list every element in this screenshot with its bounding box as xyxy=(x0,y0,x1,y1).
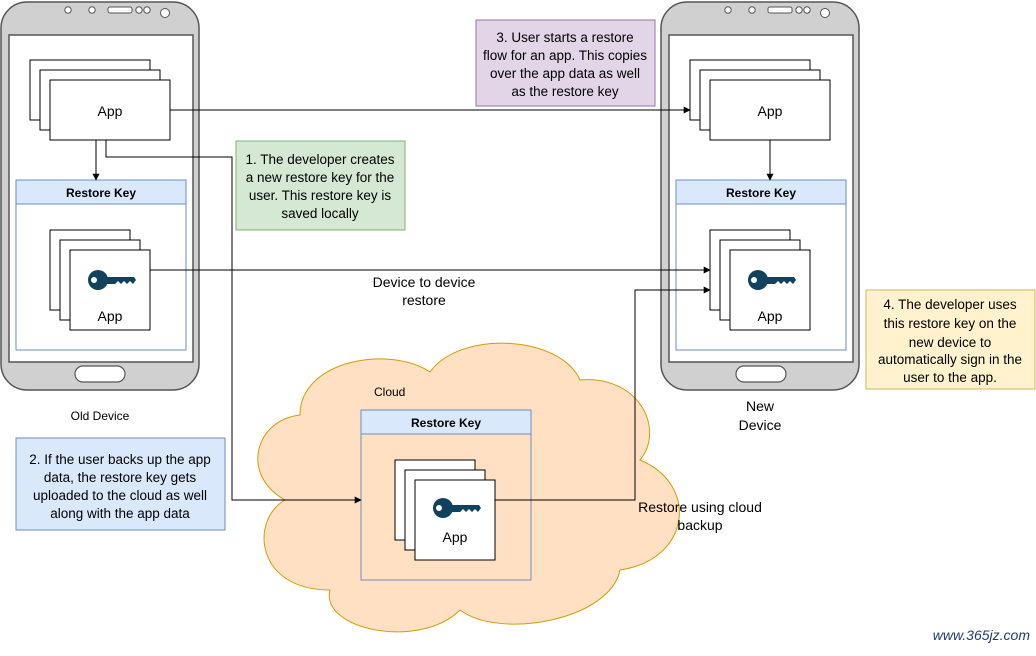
key-icon xyxy=(88,270,136,290)
arrow-backup-to-cloud xyxy=(105,140,362,504)
restore-key-header: Restore Key xyxy=(411,416,481,430)
note-step4-line1: 4. The developer uses xyxy=(883,297,1017,312)
note-step3: 3. User starts a restore flow for an app… xyxy=(475,19,656,107)
app-label: App xyxy=(98,103,123,119)
note-step4-line2: this restore key on the xyxy=(884,316,1017,331)
device-to-device-label-line1: Device to device xyxy=(373,274,476,290)
note-step3-line4: as the restore key xyxy=(511,84,619,99)
old-restore-key-box: Restore Key App xyxy=(15,179,187,351)
note-step2: 2. If the user backs up the app data, th… xyxy=(15,437,226,531)
restore-key-header: Restore Key xyxy=(726,186,796,200)
note-step3-line3: over the app data as well xyxy=(490,66,640,81)
note-step3-line2: flow for an app. This copies xyxy=(483,48,647,63)
note-step4-line5: user to the app. xyxy=(903,370,997,385)
arrow-cloud-restore xyxy=(495,286,711,501)
note-step2-line4: along with the app data xyxy=(50,506,190,521)
home-button xyxy=(74,365,126,383)
phone-sensors xyxy=(724,6,830,18)
cloud-label: Cloud xyxy=(374,385,405,399)
restore-key-header: Restore Key xyxy=(66,186,136,200)
watermark: www.365jz.com xyxy=(933,627,1031,643)
old-device-label: Old Device xyxy=(71,409,130,423)
note-step3-line1: 3. User starts a restore xyxy=(496,30,633,45)
key-icon xyxy=(433,498,481,518)
note-step1: 1. The developer creates a new restore k… xyxy=(235,140,406,231)
cloud-restore-key-box: Restore Key App xyxy=(360,409,532,581)
app-label: App xyxy=(98,308,123,324)
note-step2-line3: uploaded to the cloud as well xyxy=(33,488,207,503)
note-step2-line1: 2. If the user backs up the app xyxy=(29,452,211,467)
home-button xyxy=(735,365,787,383)
new-device-label-line1: New xyxy=(746,398,775,414)
note-step4-line3: new device to xyxy=(909,335,992,350)
key-icon xyxy=(748,270,796,290)
app-label: App xyxy=(443,529,468,545)
old-app-stack: App xyxy=(29,59,171,141)
note-step4: 4. The developer uses this restore key o… xyxy=(865,289,1036,390)
note-step1-line2: a new restore key for the xyxy=(246,170,395,185)
note-step4-line4: automatically sign in the xyxy=(878,352,1022,367)
app-label: App xyxy=(758,103,783,119)
device-to-device-label-line2: restore xyxy=(402,292,446,308)
note-step1-line3: user. This restore key is xyxy=(249,188,392,203)
new-restore-key-box: Restore Key App xyxy=(675,179,847,351)
note-step1-line1: 1. The developer creates xyxy=(245,152,394,167)
note-step1-line4: saved locally xyxy=(281,206,359,221)
app-label: App xyxy=(758,308,783,324)
phone-sensors xyxy=(64,6,170,18)
cloud-restore-label-line1: Restore using cloud xyxy=(638,499,762,515)
note-step2-line2: data, the restore key gets xyxy=(44,470,197,485)
new-app-stack: App xyxy=(689,59,831,141)
new-device-label-line2: Device xyxy=(739,417,782,433)
cloud-restore-label-line2: backup xyxy=(677,517,722,533)
connectors xyxy=(92,106,774,504)
